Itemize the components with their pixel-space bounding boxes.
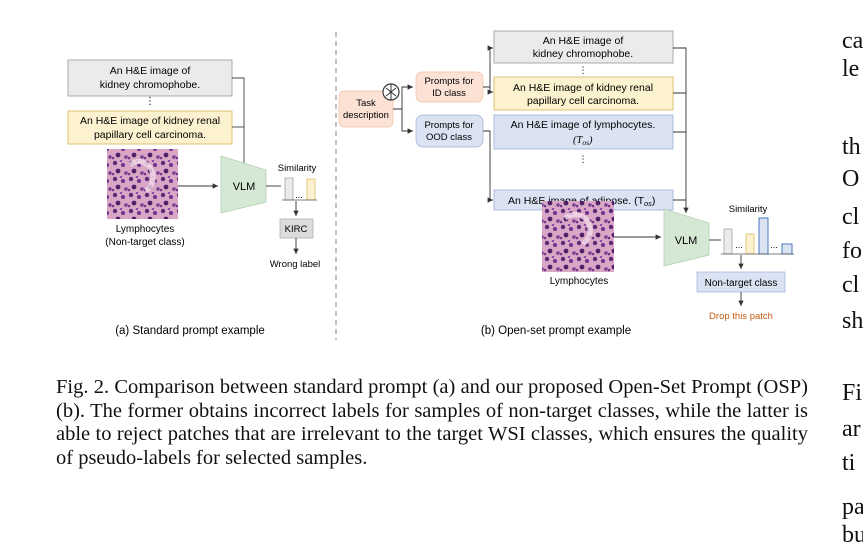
similarity-bar <box>781 243 793 255</box>
body-text-fragment: pa <box>842 494 863 520</box>
prompt-text: An H&E image of kidney renal <box>80 115 220 127</box>
body-text-fragment: cl <box>842 204 860 230</box>
panel-a: An H&E image of kidney chromophobe. ⋮ An… <box>67 59 321 337</box>
figure-caption: Fig. 2. Comparison between standard prom… <box>56 376 808 470</box>
body-text-fragment: bu <box>842 522 863 548</box>
bar-ellipsis: ... <box>735 240 743 250</box>
similarity-bar <box>758 217 769 255</box>
prompt-box-papillary-carcinoma <box>67 110 233 145</box>
prompt-box-kidney-chromophobe <box>67 59 233 97</box>
ood-prompts-label: OOD class <box>426 132 472 143</box>
prompt-text: An H&E image of lymphocytes. <box>511 119 656 131</box>
bar-ellipsis: ... <box>295 190 303 200</box>
similarity-bar <box>284 177 294 201</box>
ellipsis: ⋮ <box>579 66 588 76</box>
ood-prompt-lymphocytes <box>493 114 674 150</box>
body-text-fragment: fo <box>842 238 862 264</box>
similarity-bar <box>723 228 733 255</box>
subcaption-a: (a) Standard prompt example <box>115 325 265 337</box>
id-prompt-chromophobe <box>493 30 674 64</box>
id-prompts-label: ID class <box>432 88 466 99</box>
prompt-text: papillary cell carcinoma. <box>94 129 206 141</box>
vlm-trapezoid <box>220 155 267 214</box>
vlm-label: VLM <box>675 235 698 247</box>
id-prompt-papillary <box>493 76 674 111</box>
prompt-text: An H&E image of kidney renal <box>513 82 653 94</box>
body-text-fragment: sh <box>842 308 863 334</box>
image-label: (Non-target class) <box>105 237 184 248</box>
openai-logo-icon <box>382 83 400 101</box>
similarity-bar <box>306 178 316 201</box>
similarity-bar <box>745 233 755 255</box>
caption-text: Fig. 2. Comparison between standard prom… <box>56 376 808 469</box>
image-label: Lymphocytes <box>550 276 609 287</box>
id-prompts-label: Prompts for <box>424 76 473 87</box>
subcaption-b: (b) Open-set prompt example <box>481 325 631 337</box>
prompt-text: papillary cell carcinoma. <box>527 95 639 107</box>
kirc-box <box>279 218 314 239</box>
non-target-class-label: Non-target class <box>705 278 778 289</box>
similarity-label: Similarity <box>278 163 317 174</box>
task-description-label: Task <box>356 98 376 109</box>
prompt-text: An H&E image of <box>543 35 624 47</box>
body-text-fragment: O <box>842 166 860 192</box>
body-text-fragment: Fi <box>842 380 863 406</box>
kirc-label: KIRC <box>285 224 308 235</box>
ood-prompts-label: Prompts for <box>424 120 473 131</box>
body-text-fragment: cl <box>842 272 860 298</box>
drop-patch-label: Drop this patch <box>709 311 773 322</box>
tissue-image-lymphocytes <box>542 201 614 272</box>
body-text-fragment: ca <box>842 28 863 54</box>
ellipsis: ⋮ <box>145 96 155 107</box>
prompt-text: An H&E image of <box>110 65 191 77</box>
body-text-fragment: ti <box>842 450 856 476</box>
vlm-label: VLM <box>233 181 256 193</box>
body-text-fragment: le <box>842 56 860 82</box>
prompt-text: kidney chromophobe. <box>100 79 200 91</box>
ellipsis: ⋮ <box>579 155 588 165</box>
task-description-label: description <box>343 110 389 121</box>
vlm-trapezoid <box>663 208 710 267</box>
prompt-text: (Tos) <box>573 135 593 147</box>
body-text-fragment: th <box>842 134 861 160</box>
wrong-label: Wrong label <box>270 259 321 270</box>
prompt-text: kidney chromophobe. <box>533 48 633 60</box>
image-label: Lymphocytes <box>116 224 175 235</box>
similarity-label: Similarity <box>729 204 768 215</box>
body-text-fragment: ar <box>842 416 861 442</box>
bar-ellipsis: ... <box>770 240 778 250</box>
panel-b: Task description Prompts for ID class Pr… <box>338 30 794 337</box>
